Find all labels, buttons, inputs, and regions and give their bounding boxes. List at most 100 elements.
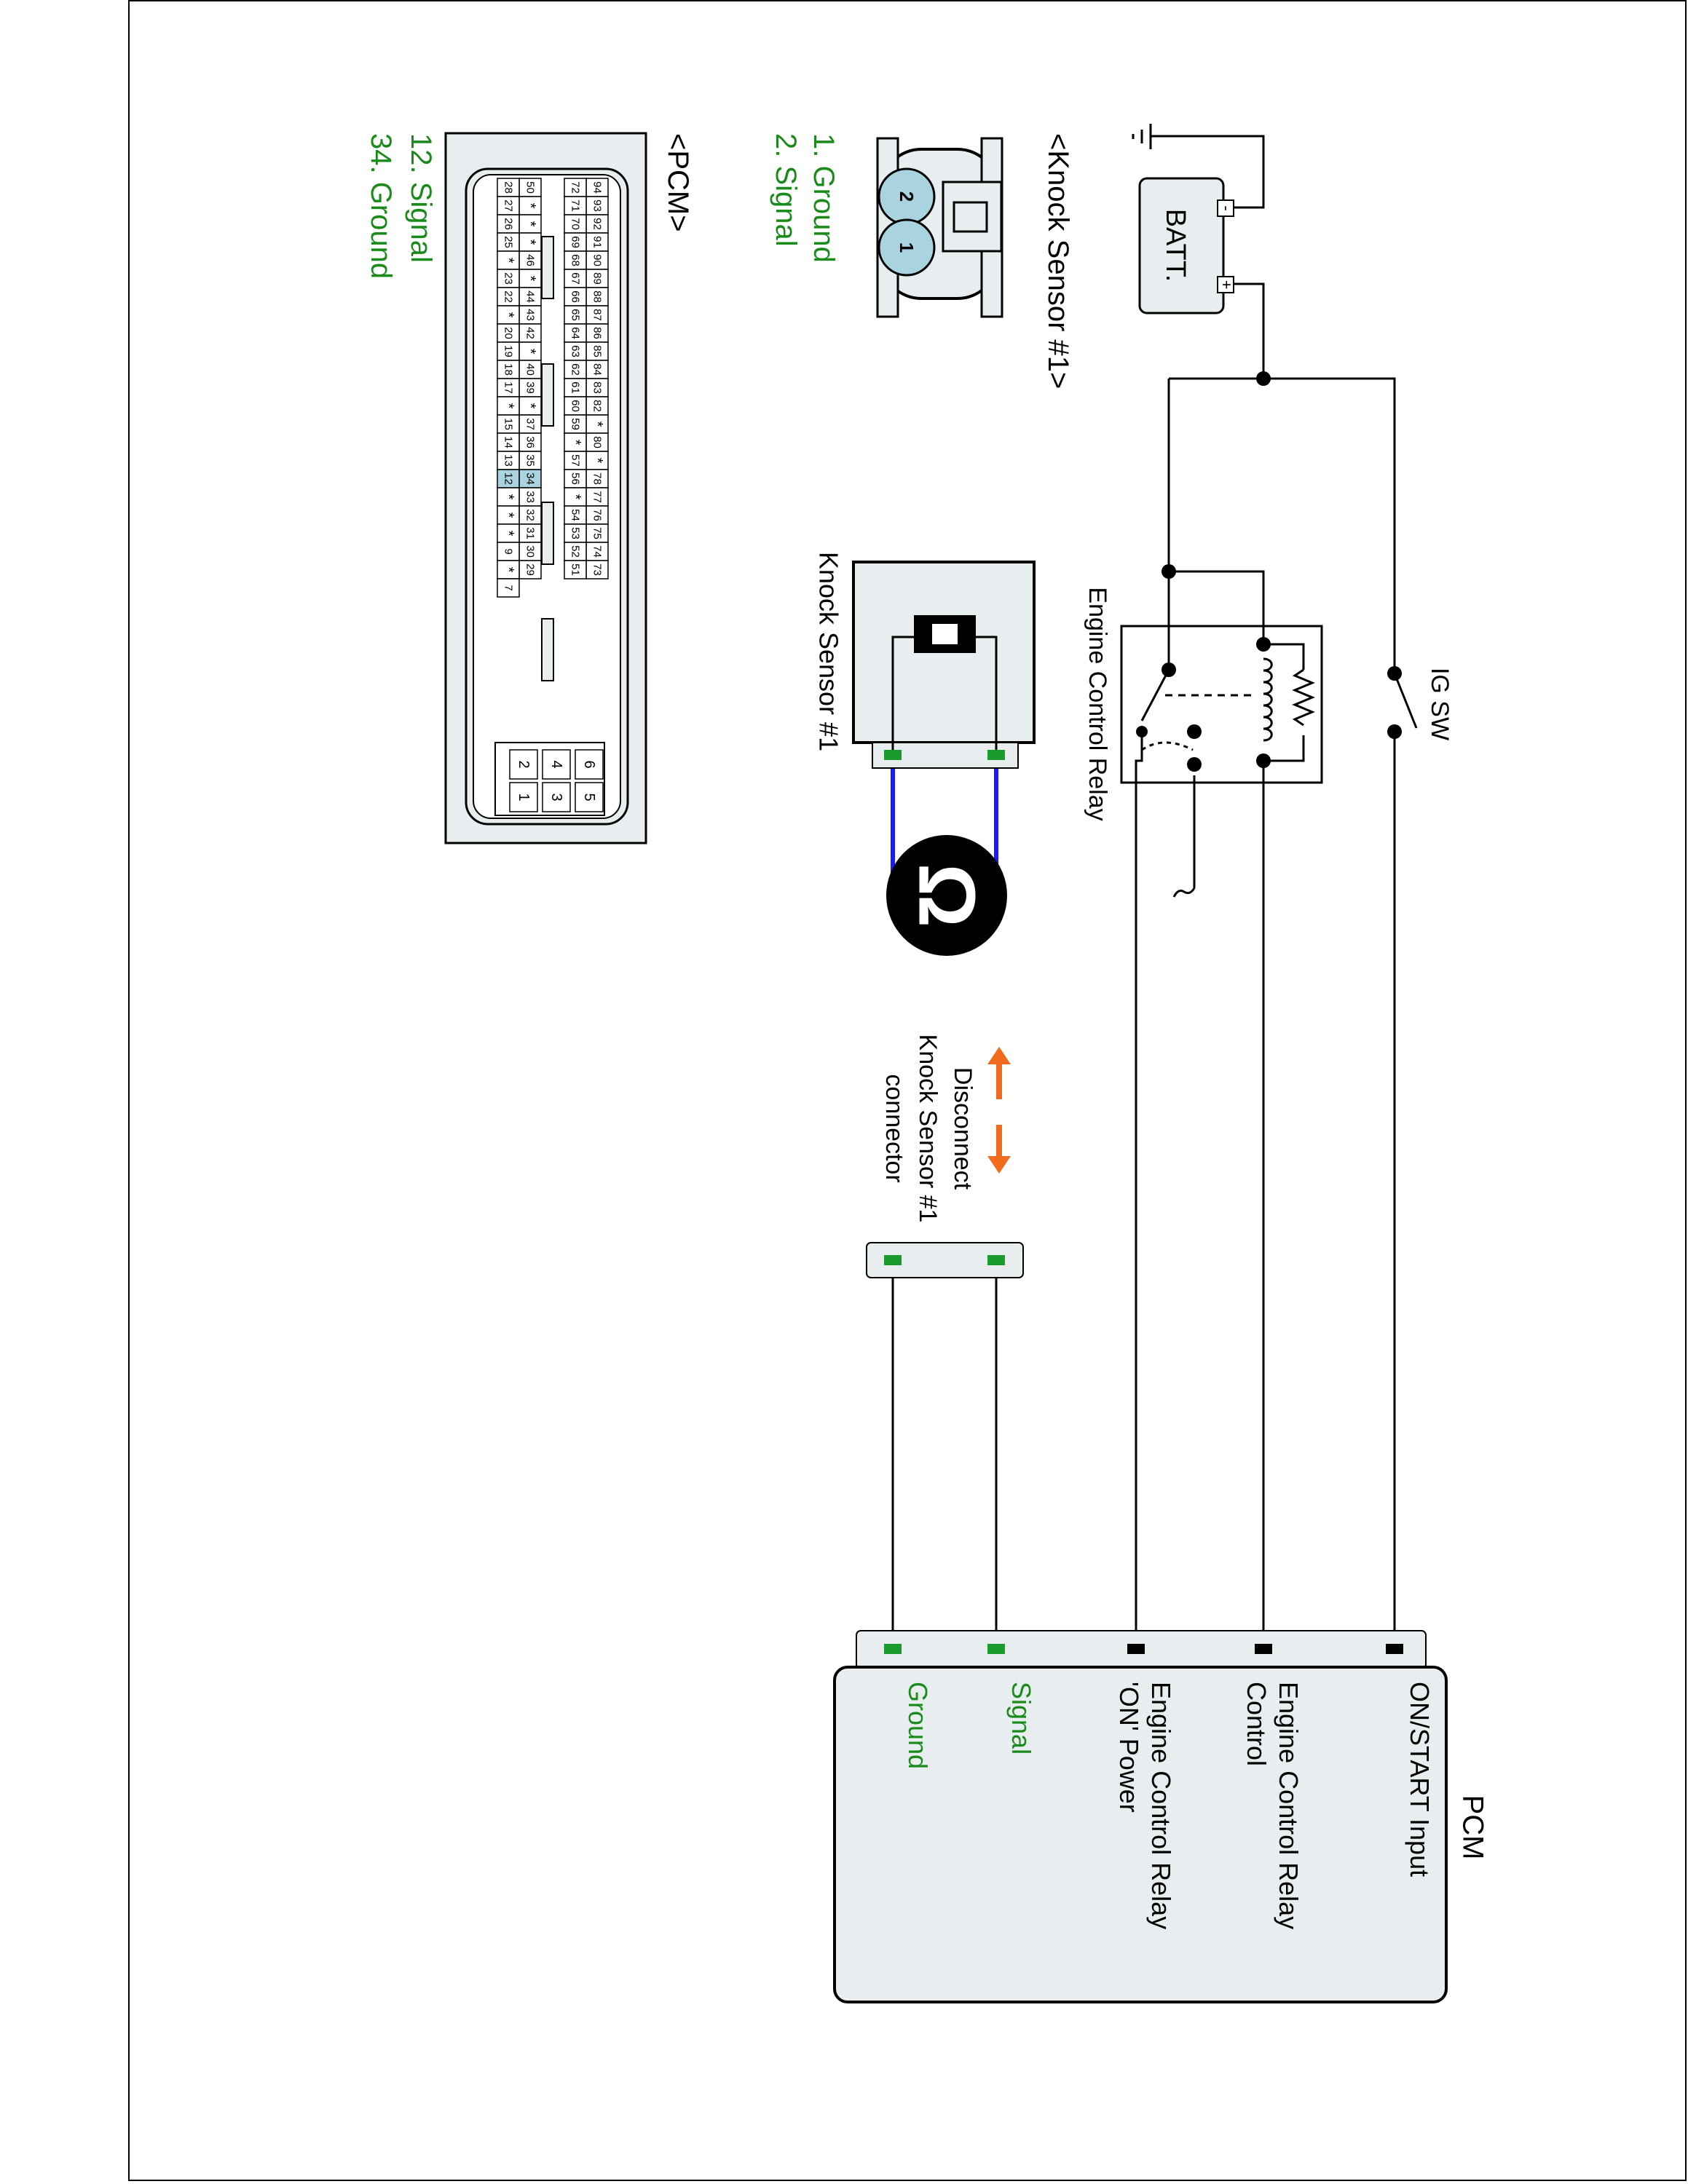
pcm-cavity-number: * bbox=[522, 403, 538, 409]
pcm-latch-tab bbox=[541, 236, 554, 299]
cavity-label: 2 bbox=[896, 191, 918, 202]
relay-coil-icon bbox=[1263, 657, 1273, 742]
ig-switch-label: IG SW bbox=[1426, 668, 1454, 740]
resistor-icon bbox=[1292, 668, 1315, 727]
pcm-title: PCM bbox=[1456, 1795, 1488, 1860]
ohm-icon bbox=[886, 835, 1007, 956]
pcm-power-cavity bbox=[575, 782, 604, 812]
pcm-cavity bbox=[564, 451, 587, 470]
pcm-cavity-number: 82 bbox=[591, 400, 604, 412]
pcm-cavity-number: 83 bbox=[591, 381, 604, 394]
pcm-cavity-number: 27 bbox=[502, 199, 515, 212]
pcm-body bbox=[833, 1666, 1448, 2003]
pcm-cavity bbox=[518, 323, 542, 343]
pcm-cavity-number: 23 bbox=[502, 272, 515, 285]
pcm-cavity bbox=[497, 178, 520, 197]
pcm-cavity-number: 19 bbox=[502, 345, 515, 357]
battery-positive-wire bbox=[1223, 282, 1265, 379]
pcm-cavity-number: * bbox=[522, 240, 538, 245]
junction-dot bbox=[1256, 637, 1271, 652]
pcm-cavity-number: 85 bbox=[591, 345, 604, 357]
pcm-cavity bbox=[497, 505, 520, 525]
harness-connector bbox=[866, 1242, 1024, 1278]
pcm-cavity-number: 61 bbox=[569, 381, 582, 394]
relay-arc bbox=[1141, 741, 1194, 751]
pcm-cavity-number: 15 bbox=[502, 418, 515, 430]
pcm-cavity-number: 28 bbox=[502, 181, 515, 194]
pcm-latch-tab bbox=[541, 502, 554, 565]
pcm-pin-label: Signal bbox=[1006, 1682, 1036, 1754]
pcm-cavity-number: * bbox=[567, 440, 583, 446]
pcm-pin-terminal bbox=[884, 1644, 902, 1654]
pcm-cavity-number: 90 bbox=[591, 254, 604, 266]
pcm-power-cavity bbox=[509, 782, 538, 812]
pcm-power-cavity bbox=[542, 749, 571, 780]
pcm-cavity-number: 32 bbox=[524, 509, 537, 521]
pcm-connector-face: 94939291908988878685848382*80*7877767574… bbox=[444, 132, 647, 844]
battery: BATT. - + bbox=[1138, 177, 1236, 314]
pcm-power-cavity-number: 2 bbox=[516, 760, 532, 768]
pcm-cavity-number: 64 bbox=[569, 327, 582, 339]
battery-label: BATT. bbox=[1160, 209, 1191, 282]
pcm-pin-34-label: 34. Ground bbox=[365, 133, 397, 279]
pcm-latch-tab bbox=[541, 363, 554, 427]
pcm-cavity-number: 26 bbox=[502, 218, 515, 230]
pcm-cavity bbox=[564, 414, 587, 434]
pcm-cavity-number: * bbox=[500, 312, 516, 318]
battery-ground-wire bbox=[1151, 135, 1265, 209]
pcm-pin-12-label: 12. Signal bbox=[405, 133, 437, 263]
pcm-power-cavity bbox=[509, 749, 538, 780]
pcm-cavity-number: 67 bbox=[569, 272, 582, 285]
relay-resistor-leads bbox=[1263, 643, 1305, 762]
pcm-cavity-number: 44 bbox=[524, 290, 537, 303]
pcm-cavity-number: 80 bbox=[591, 436, 604, 448]
ohm-symbol: Ω bbox=[902, 863, 992, 927]
pcm-cavity-number: 51 bbox=[569, 563, 582, 576]
sensor-connector-face: 2 1 bbox=[876, 137, 1003, 318]
pcm-cavity-number: 52 bbox=[569, 545, 582, 558]
pcm-cavity-number: 12 bbox=[502, 472, 515, 485]
pcm-cavity-number: 57 bbox=[569, 454, 582, 467]
pcm-cavity-number: * bbox=[522, 349, 538, 355]
relay-switch-blade bbox=[1140, 571, 1170, 721]
pcm-cavity-number: 93 bbox=[591, 199, 604, 212]
pcm-cavity-number: 36 bbox=[524, 436, 537, 448]
pcm-pin-label: Engine Control Relay bbox=[1274, 1682, 1304, 1929]
pcm-cavity-number: 73 bbox=[591, 563, 604, 576]
sensor-connector-title: <Knock Sensor #1> bbox=[1042, 133, 1074, 389]
pcm-cavity-number: 43 bbox=[524, 309, 537, 321]
pcm-cavity bbox=[564, 487, 587, 507]
pcm-cavity-number: 76 bbox=[591, 509, 604, 521]
pcm-cavity bbox=[497, 414, 520, 434]
pcm-cavity bbox=[564, 469, 587, 488]
junction-dots bbox=[1136, 371, 1402, 772]
pcm-cavity bbox=[564, 560, 587, 579]
pcm-cavity bbox=[564, 232, 587, 252]
pcm-latch-tab bbox=[541, 618, 554, 681]
pcm-cavity-number: 42 bbox=[524, 327, 537, 339]
junction-dot bbox=[1187, 757, 1202, 772]
pcm-cavity-number: 86 bbox=[591, 327, 604, 339]
pcm-cavity-number: 77 bbox=[591, 491, 604, 503]
pcm-cavity-number: 69 bbox=[569, 236, 582, 248]
pcm-cavity-number: 94 bbox=[591, 181, 604, 194]
wire-break-icon bbox=[1172, 887, 1196, 898]
pcm-cavity-number: 53 bbox=[569, 527, 582, 539]
disconnect-line2: Knock Sensor #1 bbox=[914, 1034, 942, 1223]
pcm-cavity-number: 20 bbox=[502, 327, 515, 339]
pcm-connector-title: <PCM> bbox=[662, 133, 694, 232]
pcm-cavity-number: 62 bbox=[569, 363, 582, 376]
junction-dot bbox=[1256, 371, 1271, 386]
pcm-cavity-number: * bbox=[500, 258, 516, 264]
pcm-cavity-number: * bbox=[500, 567, 516, 573]
pcm-cavity-number: 29 bbox=[524, 563, 537, 576]
knock-sensor-label: Knock Sensor #1 bbox=[813, 552, 843, 751]
pcm-power-cavity bbox=[542, 782, 571, 812]
pcm-cavity bbox=[497, 214, 520, 234]
pcm-cavity bbox=[497, 451, 520, 470]
pcm-pin-terminal bbox=[1386, 1644, 1403, 1654]
pcm-cavity-number: 54 bbox=[569, 509, 582, 521]
pcm-cavity bbox=[585, 214, 609, 234]
pcm-cavity bbox=[564, 305, 587, 325]
pcm-cavity-number: 78 bbox=[591, 472, 604, 485]
